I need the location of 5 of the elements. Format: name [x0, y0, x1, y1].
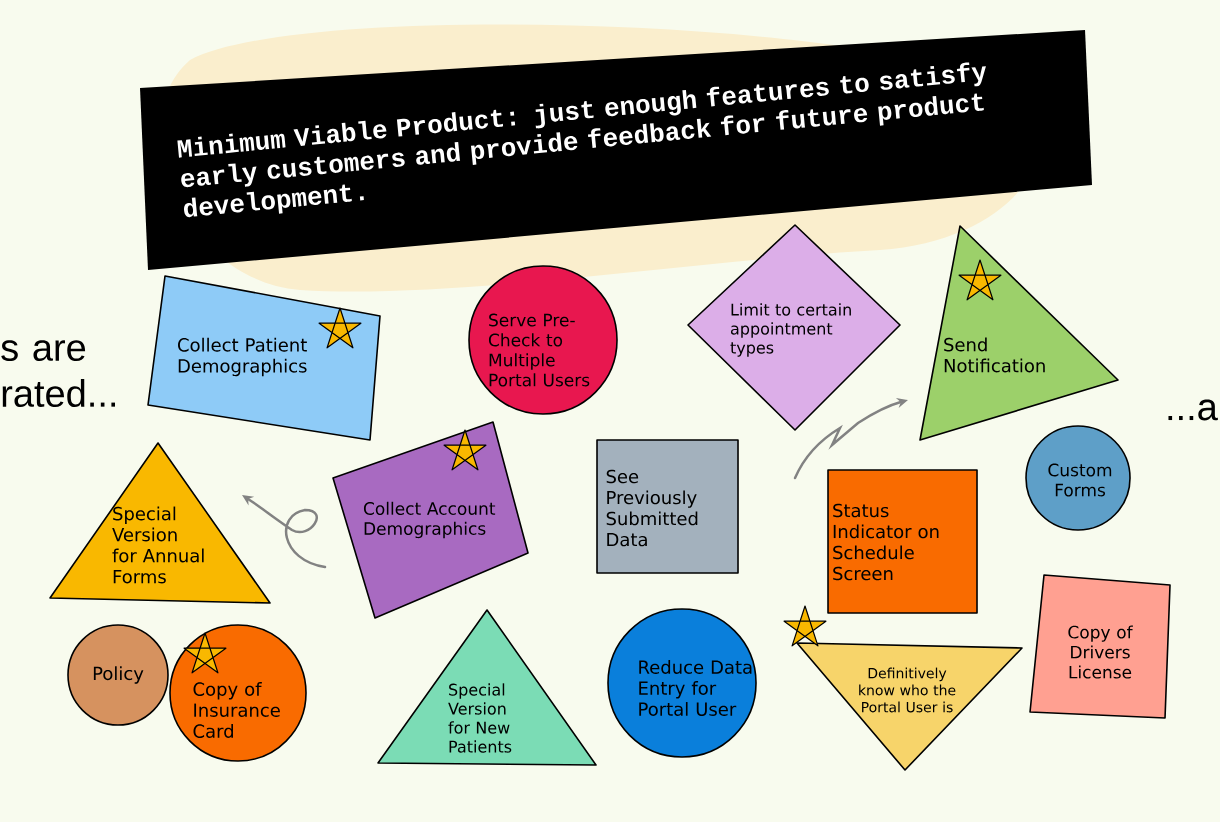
title-banner: Minimum Viable Product: just enough features to satisfy early customers and provide feedback for future product development. — [140, 30, 1092, 270]
sticky-note: Collect Patient Demographics — [147, 275, 381, 441]
side-text: ...a — [1168, 399, 1218, 421]
arrow — [242, 495, 327, 569]
side-text: s are rated... — [1, 340, 115, 408]
